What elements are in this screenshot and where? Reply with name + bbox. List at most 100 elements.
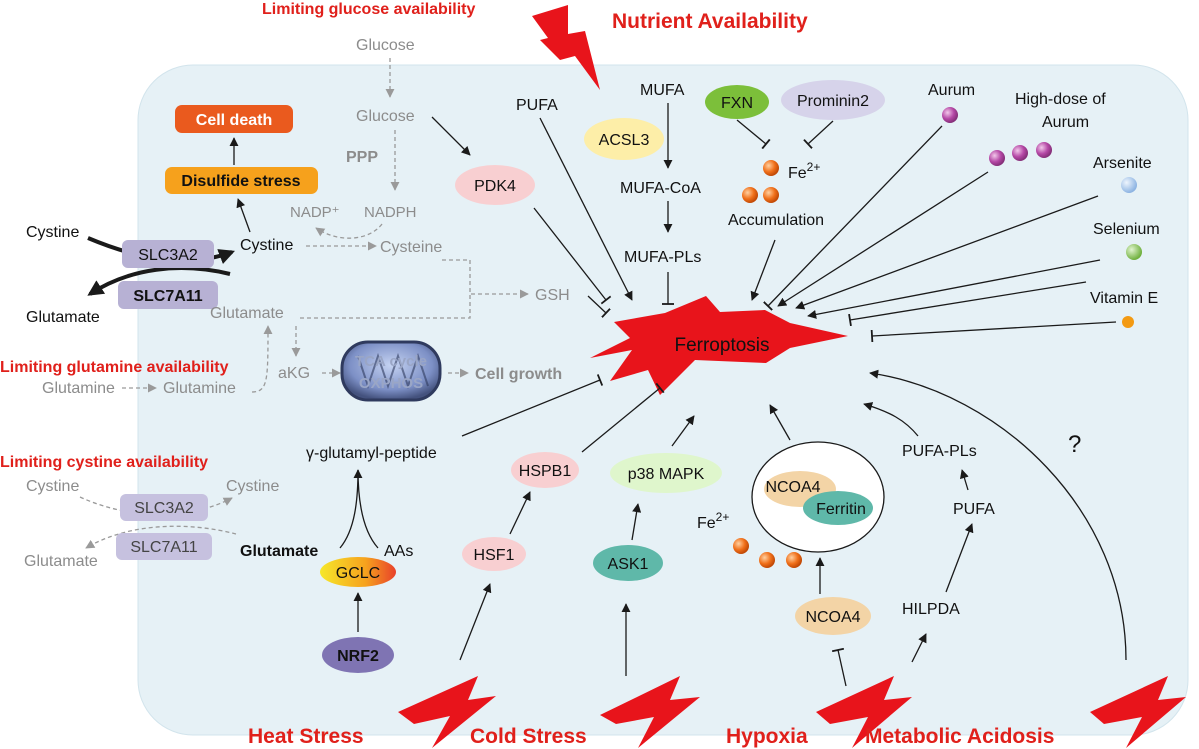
hsf1-node — [462, 537, 526, 571]
cell-boundary — [137, 64, 1189, 736]
nadph-label: NADPH — [364, 204, 417, 221]
pufa-bottom-label: PUFA — [953, 501, 995, 518]
vitamin-e-icon — [1122, 316, 1134, 328]
p38-mapk-label: p38 MAPK — [628, 466, 705, 483]
pdk4-label: PDK4 — [474, 178, 516, 195]
ferroptosis-label: Ferroptosis — [674, 335, 769, 356]
slc7a11-lower-label: SLC7A11 — [130, 539, 197, 556]
aurum-icon — [942, 107, 958, 123]
ferroptosis-node: Ferroptosis — [590, 296, 848, 395]
iron-icon — [759, 552, 775, 568]
lightning-cold-icon — [600, 676, 700, 748]
gclc-node — [320, 557, 396, 587]
glutamate-export-arrow — [87, 266, 231, 296]
fxn-label: FXN — [721, 95, 753, 112]
arsenite-icon — [1121, 177, 1137, 193]
pufa-top-label: PUFA — [516, 97, 558, 114]
question-mark-label: ? — [1068, 431, 1081, 458]
iron-icon — [733, 538, 749, 554]
lightning-acidosis-icon — [1090, 676, 1186, 748]
slc3a2-lower-label: SLC3A2 — [134, 500, 194, 517]
gamma-glutamyl-peptide-label: γ-glutamyl-peptide — [306, 445, 437, 462]
cysteine-label: Cysteine — [380, 239, 442, 256]
mufa-coa-label: MUFA-CoA — [620, 180, 701, 197]
acidosis-unknown-arrow — [869, 369, 1127, 661]
aurum-label: Aurum — [928, 82, 975, 99]
disulfide-stress-label: Disulfide stress — [181, 173, 300, 190]
aurum-icon — [989, 150, 1005, 166]
slc7a11-label: SLC7A11 — [133, 288, 202, 305]
cell-death-box — [175, 105, 293, 133]
slc3a2-label: SLC3A2 — [138, 247, 198, 264]
iron-icon — [763, 187, 779, 203]
vitamin-e-label: Vitamin E — [1090, 290, 1158, 307]
cystine-intracellular-label: Cystine — [240, 237, 293, 254]
slc7a11-lower-transporter — [116, 533, 212, 560]
nutrient-availability-label: Nutrient Availability — [612, 10, 808, 33]
lightning-heat-icon — [398, 676, 496, 748]
fe2-top-label: Fe2+ — [788, 160, 820, 182]
iron-icon — [786, 552, 802, 568]
p38-mapk-node — [610, 453, 722, 493]
prominin2-label: Prominin2 — [797, 93, 869, 110]
selenium-icon — [1126, 244, 1142, 260]
aurum-icon — [1012, 145, 1028, 161]
hilpda-label: HILPDA — [902, 601, 960, 618]
oxphos-label: OXPHOS — [359, 375, 423, 392]
hspb1-label: HSPB1 — [519, 463, 572, 480]
nadp-label: NADP⁺ — [290, 204, 340, 221]
heat-stress-label: Heat Stress — [248, 725, 364, 748]
prominin2-node — [781, 80, 885, 120]
glucose-extracellular-label: Glucose — [356, 37, 415, 54]
limiting-glutamine-label: Limiting glutamine availability — [0, 359, 229, 376]
acsl3-label: ACSL3 — [599, 132, 650, 149]
high-dose-label-1: High-dose of — [1015, 91, 1106, 108]
mufa-pls-label: MUFA-PLs — [624, 249, 701, 266]
pufa-pls-label: PUFA-PLs — [902, 443, 977, 460]
high-dose-label-2: Aurum — [1042, 114, 1089, 131]
cell-growth-label: Cell growth — [475, 366, 562, 383]
glutamate-intracellular-label: Glutamate — [210, 305, 284, 322]
limiting-cystine-label: Limiting cystine availability — [0, 454, 208, 471]
gsh-label: GSH — [535, 287, 570, 304]
ppp-label: PPP — [346, 149, 378, 166]
metabolic-acidosis-label: Metabolic Acidosis — [865, 725, 1054, 748]
aas-label: AAs — [384, 543, 413, 560]
cystine-extracellular-label: Cystine — [26, 224, 79, 241]
pdk4-node — [455, 165, 535, 205]
cold-stress-label: Cold Stress — [470, 725, 587, 748]
lightning-hypoxia-icon — [816, 676, 912, 748]
glucose-intracellular-label: Glucose — [356, 108, 415, 125]
slc3a2-lower-transporter — [120, 494, 208, 521]
ferritin-node — [803, 491, 873, 525]
iron-icon — [763, 160, 779, 176]
aurum-icon — [1036, 142, 1052, 158]
ncoa4-label: NCOA4 — [805, 609, 860, 626]
fxn-node — [705, 85, 769, 119]
cell-death-label: Cell death — [196, 112, 272, 129]
hypoxia-label: Hypoxia — [726, 725, 808, 748]
slc3a2-transporter — [122, 240, 214, 268]
akg-label: aKG — [278, 365, 310, 382]
mitochondrion-icon: TCA cycle OXPHOS — [340, 340, 442, 402]
tca-cycle-label: TCA cycle — [355, 353, 427, 370]
slc7a11-transporter — [118, 281, 218, 309]
glutamate-lower-extracellular-label: Glutamate — [24, 553, 98, 570]
iron-icon — [742, 187, 758, 203]
ask1-node — [593, 545, 663, 581]
ncoa4-node — [795, 597, 871, 635]
nrf2-node — [322, 637, 394, 673]
cystine-lower-intracellular-label: Cystine — [226, 478, 279, 495]
accumulation-label: Accumulation — [728, 212, 824, 229]
glutamine-intracellular-label: Glutamine — [163, 380, 236, 397]
disulfide-stress-box — [165, 167, 318, 194]
selenium-label: Selenium — [1093, 221, 1160, 238]
nrf2-label: NRF2 — [337, 648, 379, 665]
acsl3-node — [584, 118, 664, 160]
glutamate-extracellular-label: Glutamate — [26, 309, 100, 326]
glutamate-lower-label: Glutamate — [240, 543, 318, 560]
lightning-nutrient-icon — [532, 5, 600, 90]
glutamine-extracellular-label: Glutamine — [42, 380, 115, 397]
ferritin-label: Ferritin — [816, 501, 866, 518]
limiting-glucose-label: Limiting glucose availability — [262, 1, 475, 18]
